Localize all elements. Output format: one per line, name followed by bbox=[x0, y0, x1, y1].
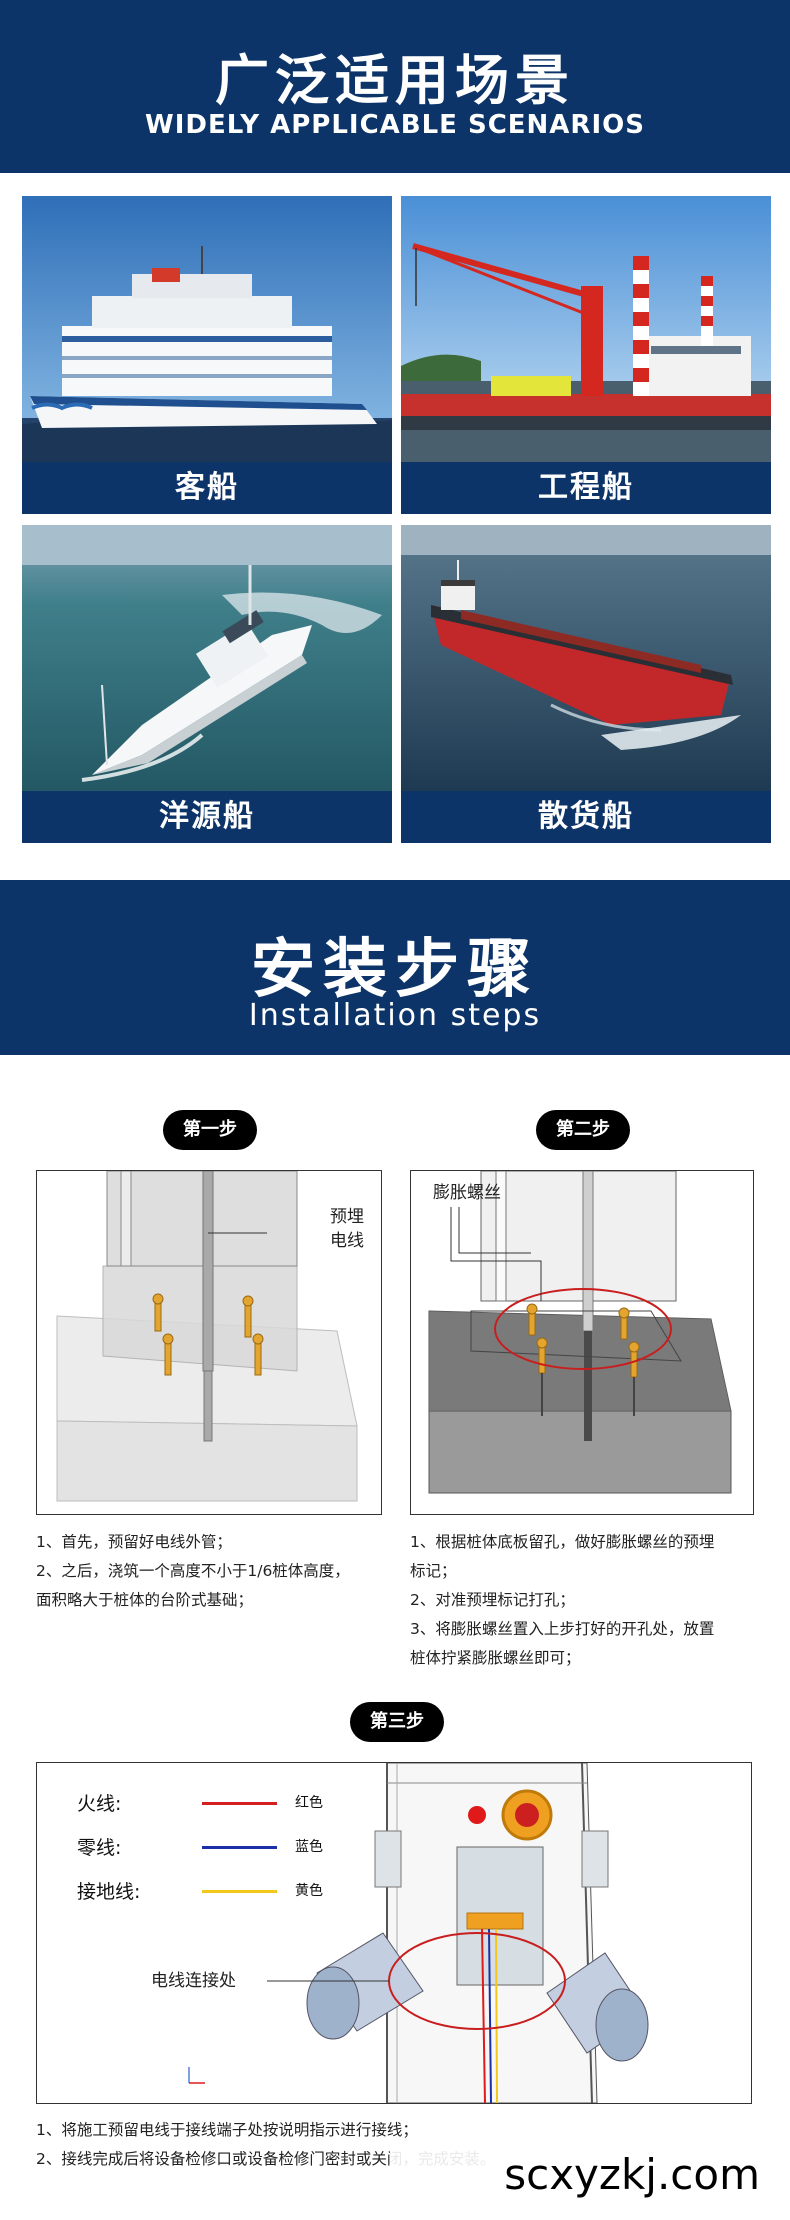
step1-pill: 第一步 bbox=[163, 1110, 257, 1150]
step1-diagram: 预埋 电线 bbox=[36, 1170, 382, 1515]
legend-live-wire: 火线: 红色 bbox=[77, 1789, 337, 1819]
step2-line: 标记； bbox=[410, 1562, 457, 1580]
scenario-caption: 散货船 bbox=[401, 791, 771, 843]
scenario-caption: 洋源船 bbox=[22, 791, 392, 843]
step1-callout-line1: 预埋 bbox=[330, 1207, 364, 1227]
step2-callout: 膨胀螺丝 bbox=[433, 1183, 501, 1203]
step1-line: 1、首先，预留好电线外管； bbox=[36, 1533, 232, 1551]
step1-callout-line2: 电线 bbox=[330, 1231, 364, 1251]
step1-description: 1、首先，预留好电线外管； 2、之后，浇筑一个高度不小于1/6桩体高度， 面积略… bbox=[36, 1528, 396, 1615]
step3-line: 2、接线完成后将设备检修口或设备检修门密封或关闭，完成安装。 bbox=[36, 2150, 496, 2168]
legend-ground-line bbox=[202, 1890, 277, 1893]
step2-line: 2、对准预埋标记打孔； bbox=[410, 1591, 575, 1609]
cruise-ship-image bbox=[22, 196, 392, 462]
step2-line: 1、根据桩体底板留孔，做好膨胀螺丝的预埋 bbox=[410, 1533, 715, 1551]
scenario-tile-bulk: 散货船 bbox=[401, 525, 771, 843]
legend-neutral-name: 零线: bbox=[77, 1837, 122, 1859]
legend-neutral-line bbox=[202, 1846, 277, 1849]
installation-banner: 安装步骤 Installation steps bbox=[0, 880, 790, 1055]
step2-pill: 第二步 bbox=[536, 1110, 630, 1150]
legend-live-line bbox=[202, 1802, 277, 1805]
scenarios-title-cn: 广泛适用场景 bbox=[215, 49, 575, 112]
scenarios-title-en: WIDELY APPLICABLE SCENARIOS bbox=[145, 110, 645, 140]
step2-diagram: 膨胀螺丝 bbox=[410, 1170, 754, 1515]
legend-neutral-wire: 零线: 蓝色 bbox=[77, 1833, 337, 1863]
installation-title-en: Installation steps bbox=[248, 998, 542, 1033]
site-watermark: scxyzkj.com bbox=[390, 2140, 790, 2210]
scenario-caption: 工程船 bbox=[401, 462, 771, 514]
step1-line: 2、之后，浇筑一个高度不小于1/6桩体高度， bbox=[36, 1562, 350, 1580]
bulk-carrier-image bbox=[401, 525, 771, 791]
legend-ground-name: 接地线: bbox=[77, 1881, 141, 1903]
connection-label: 电线连接处 bbox=[151, 1971, 236, 1991]
legend-ground-color: 黄色 bbox=[295, 1883, 323, 1899]
step2-description: 1、根据桩体底板留孔，做好膨胀螺丝的预埋 标记； 2、对准预埋标记打孔； 3、将… bbox=[410, 1528, 785, 1673]
wiring-diagram bbox=[188, 1763, 649, 2103]
installation-title-cn: 安装步骤 bbox=[251, 933, 539, 1007]
legend-neutral-color: 蓝色 bbox=[295, 1839, 323, 1855]
step3-line: 1、将施工预留电线于接线端子处按说明指示进行接线； bbox=[36, 2121, 418, 2139]
foundation-diagram bbox=[56, 1171, 358, 1502]
engineering-ship-image bbox=[401, 196, 771, 462]
step2-line: 桩体拧紧膨胀螺丝即可； bbox=[410, 1649, 581, 1667]
scenario-tile-cruise: 客船 bbox=[22, 196, 392, 514]
step3-diagram: 火线: 红色 零线: 蓝色 接地线: 黄色 电线连接处 bbox=[36, 1762, 752, 2104]
expansion-bolt-diagram bbox=[428, 1171, 732, 1494]
scenario-tile-engineering: 工程船 bbox=[401, 196, 771, 514]
step1-line: 面积略大于桩体的台阶式基础； bbox=[36, 1591, 254, 1609]
step2-line: 3、将膨胀螺丝置入上步打好的开孔处，放置 bbox=[410, 1620, 715, 1638]
scenario-caption: 客船 bbox=[22, 462, 392, 514]
scenario-tile-patrol: 洋源船 bbox=[22, 525, 392, 843]
legend-live-color: 红色 bbox=[295, 1795, 323, 1811]
legend-live-name: 火线: bbox=[77, 1793, 122, 1815]
legend-ground-wire: 接地线: 黄色 bbox=[77, 1877, 337, 1907]
step3-pill: 第三步 bbox=[350, 1702, 444, 1742]
patrol-ship-image bbox=[22, 525, 392, 791]
step3-description: 1、将施工预留电线于接线端子处按说明指示进行接线； 2、接线完成后将设备检修口或… bbox=[36, 2116, 756, 2174]
scenarios-banner: 广泛适用场景 WIDELY APPLICABLE SCENARIOS bbox=[0, 0, 790, 173]
